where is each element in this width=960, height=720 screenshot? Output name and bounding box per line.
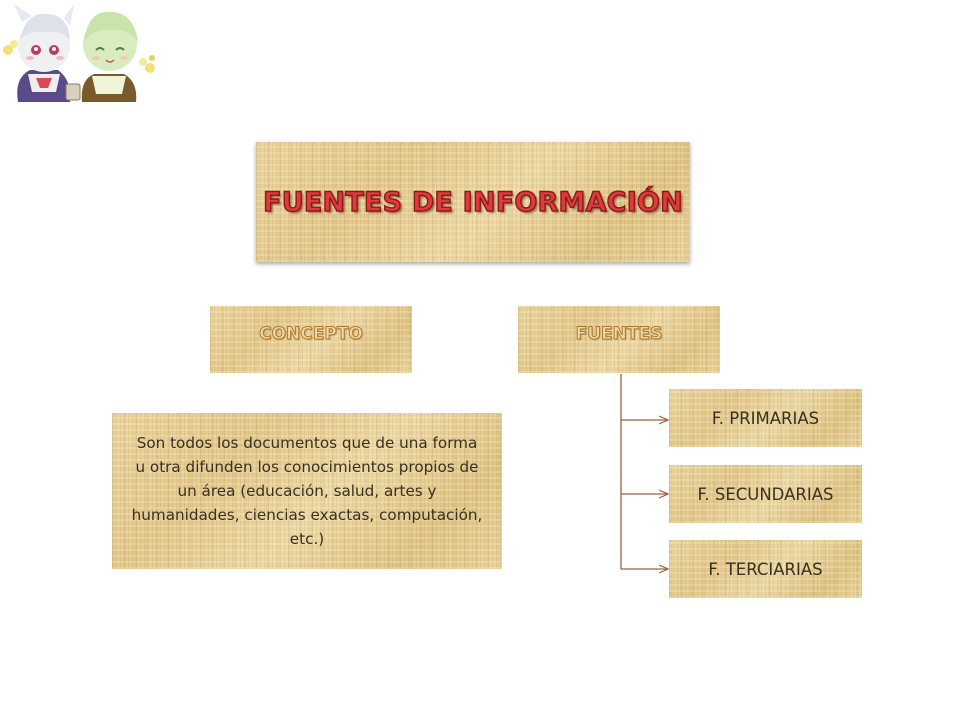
source-box-terciarias: F. TERCIARIAS [669,540,862,598]
source-label-secundarias: F. SECUNDARIAS [697,484,834,504]
sources-box: FUENTES [518,306,720,373]
concept-box: CONCEPTO [210,306,412,373]
anime-characters-illustration [3,4,155,102]
source-box-primarias: F. PRIMARIAS [669,389,862,447]
diagram-title: FUENTES DE INFORMACIÓN [262,186,683,218]
concept-label: CONCEPTO [259,323,364,344]
concept-description: Son todos los documentos que de una form… [131,434,483,548]
source-box-secundarias: F. SECUNDARIAS [669,465,862,523]
source-label-primarias: F. PRIMARIAS [711,408,820,428]
sources-label: FUENTES [575,323,663,344]
title-box: FUENTES DE INFORMACIÓN [256,142,690,262]
concept-description-box: Son todos los documentos que de una form… [112,413,502,569]
source-label-terciarias: F. TERCIARIAS [708,559,823,579]
